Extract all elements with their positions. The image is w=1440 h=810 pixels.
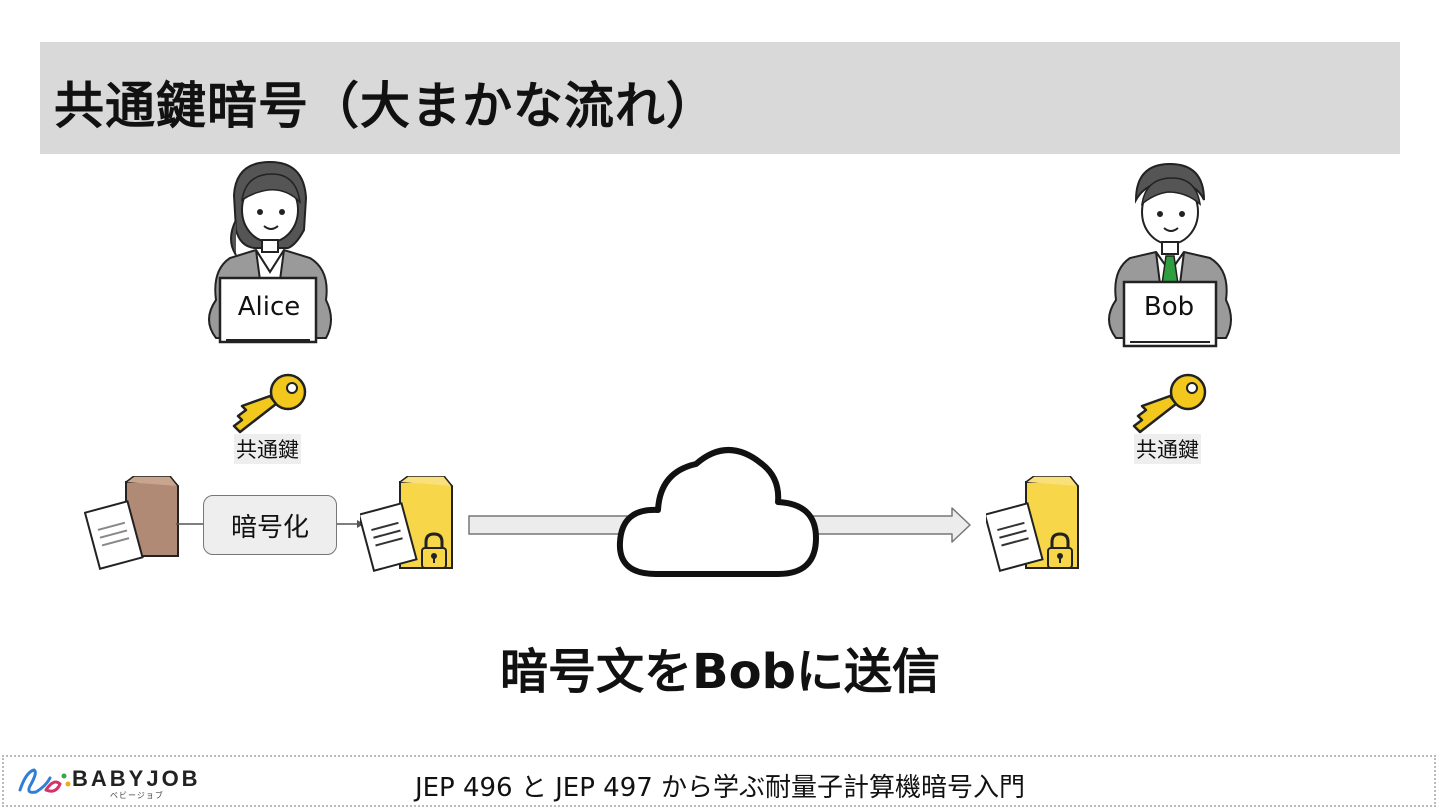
- bob-key-label: 共通鍵: [1134, 434, 1201, 464]
- caption-text: 暗号文をBobに送信: [500, 644, 940, 700]
- alice-name-label: Alice: [237, 292, 301, 322]
- babyjob-logo-subtext: ベビージョブ: [110, 791, 164, 800]
- connector-line: [176, 523, 204, 525]
- cloud-icon: [616, 447, 819, 577]
- babyjob-logo-icon: [18, 768, 71, 794]
- babyjob-logo-text: BABYJOB: [72, 766, 201, 791]
- encrypt-box: 暗号化: [203, 495, 337, 555]
- title-bar: [40, 42, 1400, 154]
- bob-key-icon: [1132, 373, 1207, 434]
- transfer-arrow-right: [809, 507, 971, 543]
- encrypt-label: 暗号化: [230, 512, 309, 543]
- alice-key-icon: [232, 373, 307, 434]
- bob-name-label: Bob: [1143, 292, 1195, 322]
- alice-illustration: [208, 160, 332, 344]
- alice-key-label: 共通鍵: [234, 434, 301, 464]
- page-title: 共通鍵暗号（大まかな流れ）: [54, 77, 717, 135]
- transfer-arrow-left: [468, 515, 628, 535]
- received-encrypted-document-icon: [986, 476, 1079, 572]
- bob-illustration: [1108, 162, 1232, 348]
- footer: [2, 755, 1436, 807]
- plaintext-document-icon: [84, 476, 179, 570]
- footer-title: JEP 496 と JEP 497 から学ぶ耐量子計算機暗号入門: [414, 773, 1026, 803]
- encrypted-document-icon: [360, 476, 453, 572]
